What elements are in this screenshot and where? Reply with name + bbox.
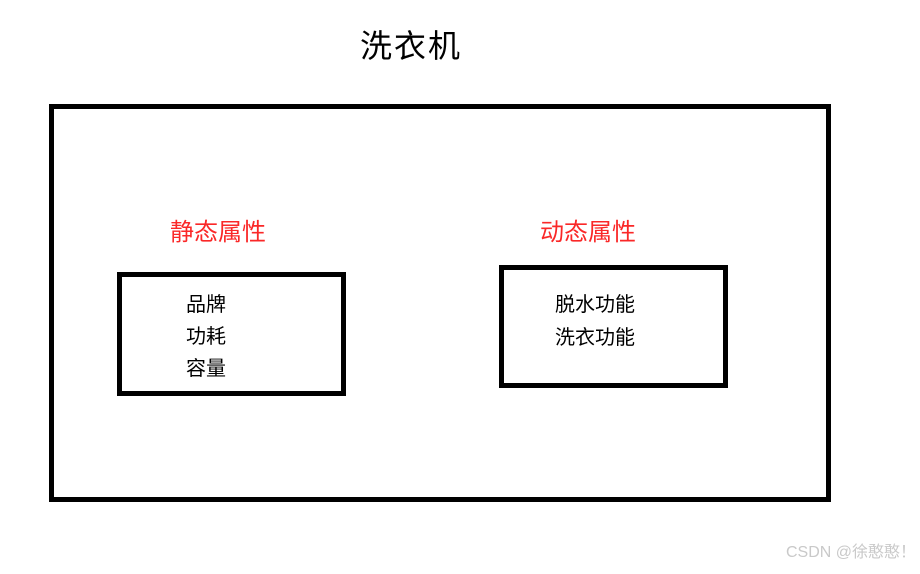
static-attr-capacity: 容量 bbox=[186, 358, 226, 380]
csdn-watermark: CSDN @徐憨憨！ bbox=[785, 544, 916, 561]
dynamic-attr-wash-function: 洗衣功能 bbox=[555, 327, 635, 349]
dynamic-properties-box: 脱水功能 洗衣功能 bbox=[499, 265, 728, 388]
static-properties-box: 品牌 功耗 容量 bbox=[117, 272, 346, 396]
static-attr-brand: 品牌 bbox=[186, 294, 226, 316]
dynamic-properties-label: 动态属性 bbox=[540, 219, 636, 246]
washing-machine-container-box: 静态属性 品牌 功耗 容量 动态属性 脱水功能 洗衣功能 bbox=[49, 104, 831, 502]
dynamic-attr-spin-dry-function: 脱水功能 bbox=[555, 294, 635, 316]
static-properties-label: 静态属性 bbox=[170, 219, 266, 246]
diagram-title: 洗衣机 bbox=[360, 28, 463, 64]
static-attr-power-consumption: 功耗 bbox=[186, 326, 226, 348]
